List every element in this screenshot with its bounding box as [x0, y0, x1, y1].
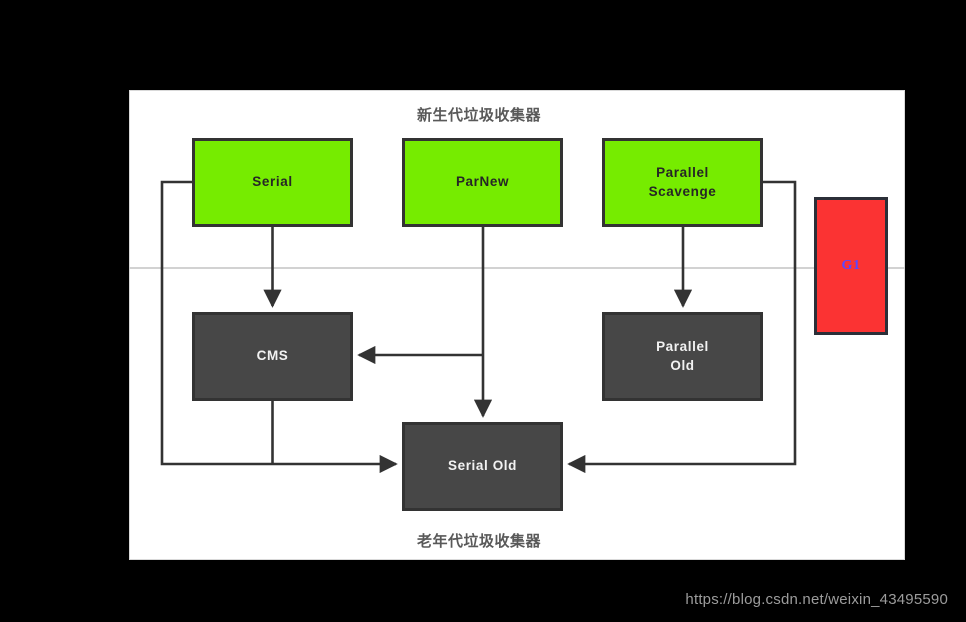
- collector-label-serial-old: Serial Old: [447, 458, 518, 474]
- young-generation-caption: 新生代垃圾收集器: [417, 107, 542, 124]
- collector-label-line1: Parallel: [656, 165, 709, 181]
- collector-box-parallel-scavenge[interactable]: Parallel Scavenge: [602, 138, 763, 227]
- collector-box-parnew[interactable]: ParNew: [402, 138, 563, 227]
- collector-label-parnew: ParNew: [455, 174, 510, 190]
- collector-label-line2: Old: [670, 357, 695, 373]
- collector-box-serial[interactable]: Serial: [192, 138, 353, 227]
- collector-label-parallel-scavenge: Parallel Scavenge: [649, 164, 717, 200]
- old-generation-caption: 老年代垃圾收集器: [417, 533, 542, 550]
- collector-box-g1[interactable]: G1: [814, 197, 888, 335]
- collector-label-serial: Serial: [252, 174, 293, 190]
- collector-box-serial-old[interactable]: Serial Old: [402, 422, 563, 511]
- collector-label-cms: CMS: [256, 348, 289, 364]
- collector-box-parallel-old[interactable]: Parallel Old: [602, 312, 763, 401]
- watermark-url: https://blog.csdn.net/weixin_43495590: [685, 591, 948, 608]
- generation-divider: [129, 267, 905, 269]
- collector-label-line1: Parallel: [656, 339, 709, 355]
- collector-label-line2: Scavenge: [648, 183, 717, 199]
- collector-label-g1: G1: [841, 257, 861, 273]
- collector-box-cms[interactable]: CMS: [192, 312, 353, 401]
- collector-label-parallel-old: Parallel Old: [656, 338, 709, 374]
